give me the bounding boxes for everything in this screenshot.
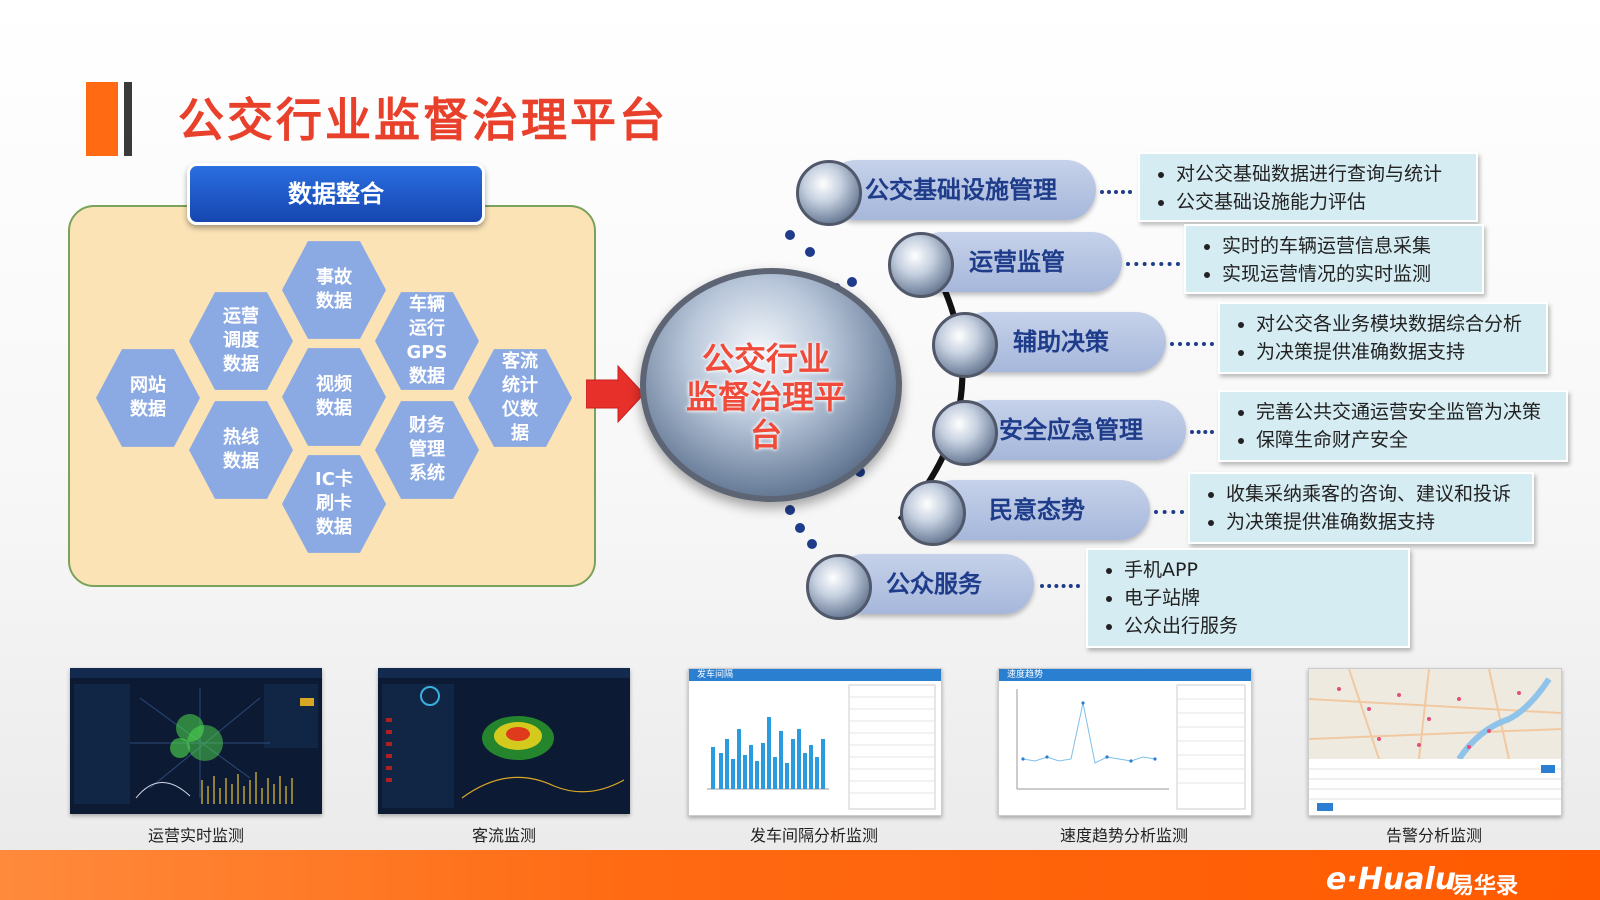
sphere-icon: [806, 554, 872, 620]
thumbnail-speed-trend: 速度趋势: [998, 668, 1252, 816]
thumbnail-label: 速度趋势分析监测: [1059, 826, 1188, 845]
detail-item: 对公交基础数据进行查询与统计: [1176, 160, 1464, 188]
detail-item: 实现运营情况的实时监测: [1222, 260, 1470, 288]
thumbnail-operation-monitoring: [70, 668, 322, 814]
detail-item: 公交基础设施能力评估: [1176, 188, 1464, 216]
thumbnail-label: 客流监测: [471, 826, 536, 845]
detail-item: 对公交各业务模块数据综合分析: [1256, 310, 1534, 338]
dotted-connector: [1170, 338, 1214, 346]
dotted-connector: [1154, 506, 1184, 514]
hex-vehicle-gps-data: 车辆 运行 GPS 数据: [375, 292, 479, 390]
function-details-safety: 完善公共交通运营安全监管为决策保障生命财产安全: [1218, 390, 1568, 462]
detail-item: 电子站牌: [1124, 584, 1396, 612]
page-title: 公交行业监督治理平台: [178, 93, 668, 147]
hex-video-data: 视频 数据: [282, 348, 386, 446]
function-details-opinion: 收集采纳乘客的咨询、建议和投诉为决策提供准确数据支持: [1188, 472, 1534, 544]
function-details-infrastructure: 对公交基础数据进行查询与统计公交基础设施能力评估: [1138, 152, 1478, 222]
thumbnail-panel-title: 发车间隔: [697, 670, 734, 680]
detail-item: 公众出行服务: [1124, 612, 1396, 640]
detail-item: 实时的车辆运营信息采集: [1222, 232, 1470, 260]
function-infrastructure-management: 公交基础设施管理: [826, 160, 1096, 220]
detail-item: 收集采纳乘客的咨询、建议和投诉: [1226, 480, 1520, 508]
detail-item: 保障生命财产安全: [1256, 426, 1554, 454]
thumbnail-panel-title: 速度趋势: [1007, 670, 1044, 680]
thumbnail-passenger-flow: [378, 668, 630, 814]
title-accent-divider: [124, 82, 132, 156]
thumbnail-departure-interval: 发车间隔: [688, 668, 942, 816]
detail-item: 手机APP: [1124, 556, 1396, 584]
sphere-icon: [932, 312, 998, 378]
thumbnail-label: 告警分析监测: [1385, 826, 1482, 845]
thumbnail-label: 运营实时监测: [147, 826, 244, 845]
hex-finance-system: 财务 管理 系统: [375, 401, 479, 499]
sphere-icon: [888, 232, 954, 298]
arrow-right-icon: [586, 364, 645, 424]
dotted-connector: [1126, 258, 1180, 266]
data-integration-header: 数据整合: [187, 163, 485, 225]
sphere-icon: [932, 400, 998, 466]
sphere-icon: [900, 480, 966, 546]
dotted-connector: [1190, 426, 1214, 434]
platform-hub-sphere: [640, 268, 902, 502]
footer-bar: [0, 850, 1600, 900]
function-details-operation: 实时的车辆运营信息采集实现运营情况的实时监测: [1184, 224, 1484, 294]
hex-ic-card-data: IC卡 刷卡 数据: [282, 455, 386, 553]
function-details-public-service: 手机APP电子站牌公众出行服务: [1086, 548, 1410, 648]
detail-item: 为决策提供准确数据支持: [1226, 508, 1520, 536]
thumbnail-alarm-analysis: [1308, 668, 1562, 816]
detail-item: 为决策提供准确数据支持: [1256, 338, 1534, 366]
brand-logo: e·Hualu: [1326, 862, 1457, 897]
title-accent-bar: [86, 82, 118, 156]
function-details-decision: 对公交各业务模块数据综合分析为决策提供准确数据支持: [1218, 302, 1548, 374]
dotted-connector: [1100, 186, 1132, 194]
brand-name: 易华录: [1452, 874, 1519, 899]
hex-dispatch-data: 运营 调度 数据: [189, 292, 293, 390]
dotted-connector: [1040, 580, 1080, 588]
hex-accident-data: 事故 数据: [282, 241, 386, 339]
sphere-icon: [796, 160, 862, 226]
platform-hub-label: 公交行业 监督治理平 台: [685, 340, 846, 454]
detail-item: 完善公共交通运营安全监管为决策: [1256, 398, 1554, 426]
thumbnail-label: 发车间隔分析监测: [749, 826, 878, 845]
